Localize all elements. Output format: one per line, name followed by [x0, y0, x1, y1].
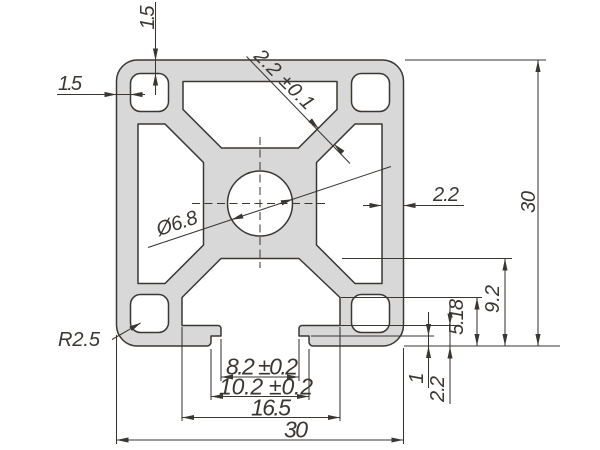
cavity-left — [137, 123, 205, 285]
corner-hole-top-right — [350, 72, 391, 113]
dim-step-label: 1 — [406, 372, 428, 383]
dim-slot-depth-label: 9.2 — [482, 285, 504, 313]
dim-corner-radius: R2.5 — [58, 322, 141, 351]
dim-slot-depth: 9.2 — [342, 257, 512, 346]
dim-step-width-label: 10.2 ±0.2 — [219, 374, 313, 400]
dim-left-wall: 1.5 — [57, 73, 145, 98]
corner-hole-top-left — [129, 72, 170, 113]
cavity-top — [182, 80, 338, 149]
dim-corner-radius-label: R2.5 — [58, 329, 101, 351]
dim-width-label: 30 — [284, 417, 308, 443]
dim-opening: 8.2 ±0.2 — [220, 339, 300, 381]
corner-hole-bottom-right — [350, 293, 391, 334]
dim-lip-label: 2.2 — [427, 376, 449, 403]
dim-height-label: 30 — [518, 191, 540, 213]
dim-width: 30 — [115, 335, 405, 444]
dim-right-wall: 2.2 — [363, 184, 464, 209]
dim-inner-width: 16.5 — [181, 327, 341, 421]
dim-lip: 2.2 — [303, 302, 456, 404]
dim-inner-width-label: 16.5 — [251, 395, 291, 421]
dim-top-wall: 1.5 — [137, 2, 159, 95]
dim-opening-label: 8.2 ±0.2 — [226, 354, 298, 380]
dim-height: 30 — [405, 59, 546, 346]
dim-flank-height-label: 5.18 — [446, 299, 468, 335]
cavity-right — [315, 123, 383, 285]
dim-step: 1 — [311, 312, 434, 388]
corner-hole-bottom-left — [129, 293, 170, 334]
dim-top-wall-label: 1.5 — [137, 5, 159, 30]
dim-step-width: 10.2 ±0.2 — [210, 349, 313, 400]
dim-left-wall-label: 1.5 — [58, 73, 83, 95]
dim-right-wall-label: 2.2 — [432, 184, 459, 206]
